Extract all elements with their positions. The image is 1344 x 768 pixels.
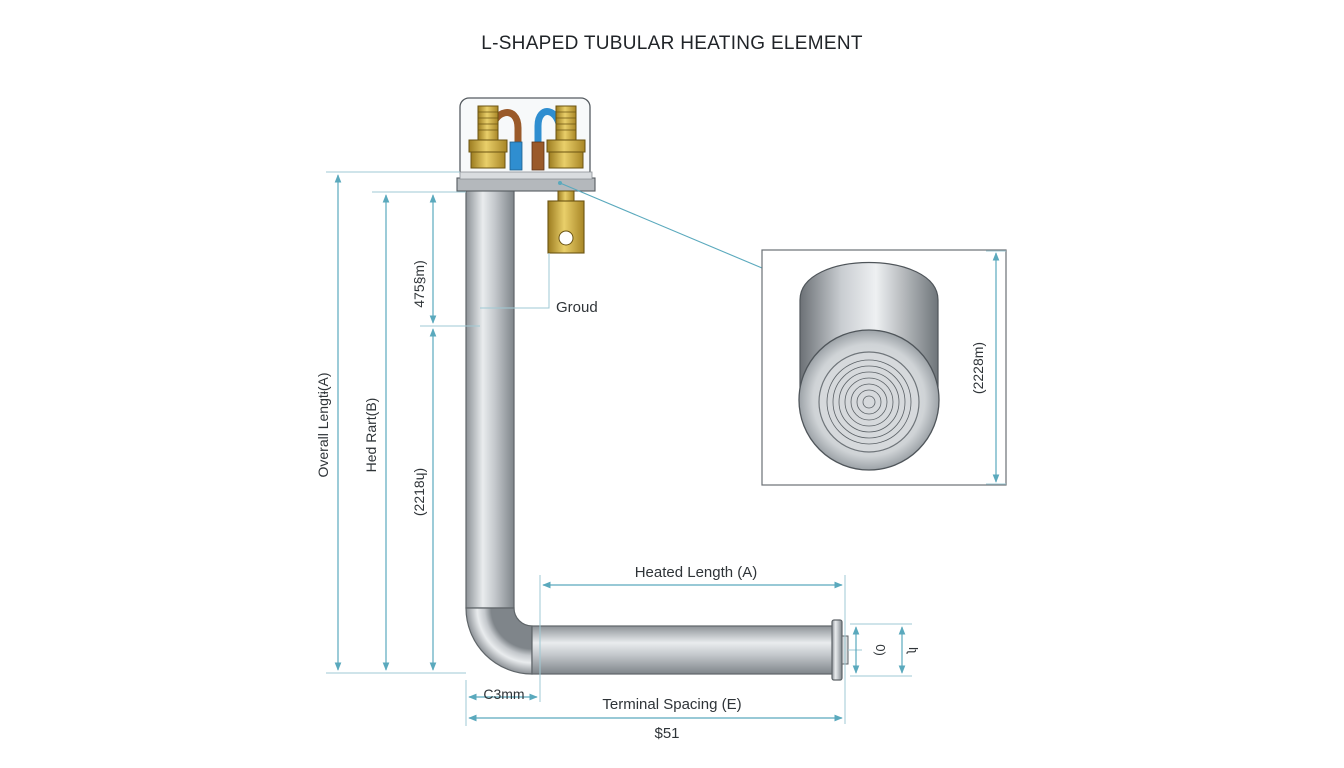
terminal-box-icon <box>456 97 596 192</box>
heated-length-label: Heated Length (A) <box>635 564 758 581</box>
end-flange <box>831 619 843 681</box>
end-dimensions: 0) Iʅ <box>848 623 921 677</box>
diagram-title: L-SHAPED TUBULAR HEATING ELEMENT <box>481 33 863 54</box>
end-dim-1-label: 0) <box>873 644 888 656</box>
vertical-dimensions: Overall Lengtɨ(A) Hed Rart(B) 475§m) (22… <box>315 171 480 674</box>
end-dim-2-label: Iʅ <box>906 647 921 655</box>
horizontal-dimensions: Heated Length (A) C3mm Terminal Spacing … <box>465 564 846 742</box>
ground-lug-icon <box>547 190 585 254</box>
detail-dim-label: (2228m) <box>970 342 986 394</box>
overall-length-label: Overall Lengtɨ(A) <box>315 372 331 477</box>
tube-cross-section-icon <box>798 261 940 471</box>
heated-part-label: Hed Rart(B) <box>363 398 379 473</box>
left-terminal-stud <box>468 105 508 169</box>
right-terminal-stud <box>546 105 586 169</box>
ground-leader-line <box>480 253 550 309</box>
bottom-dim-label: $51 <box>654 725 679 742</box>
ground-label: Groud <box>556 299 598 316</box>
c-dim-label: C3mm <box>483 686 524 702</box>
detail-leader-line <box>559 182 763 269</box>
l-shaped-tube <box>465 189 849 681</box>
upper-dim-label: 475§m) <box>411 260 427 307</box>
cross-section-detail: (2228m) <box>761 249 1007 486</box>
terminal-spacing-label: Terminal Spacing (E) <box>602 696 741 713</box>
lower-dim-label: (2218ɥ) <box>411 468 427 516</box>
